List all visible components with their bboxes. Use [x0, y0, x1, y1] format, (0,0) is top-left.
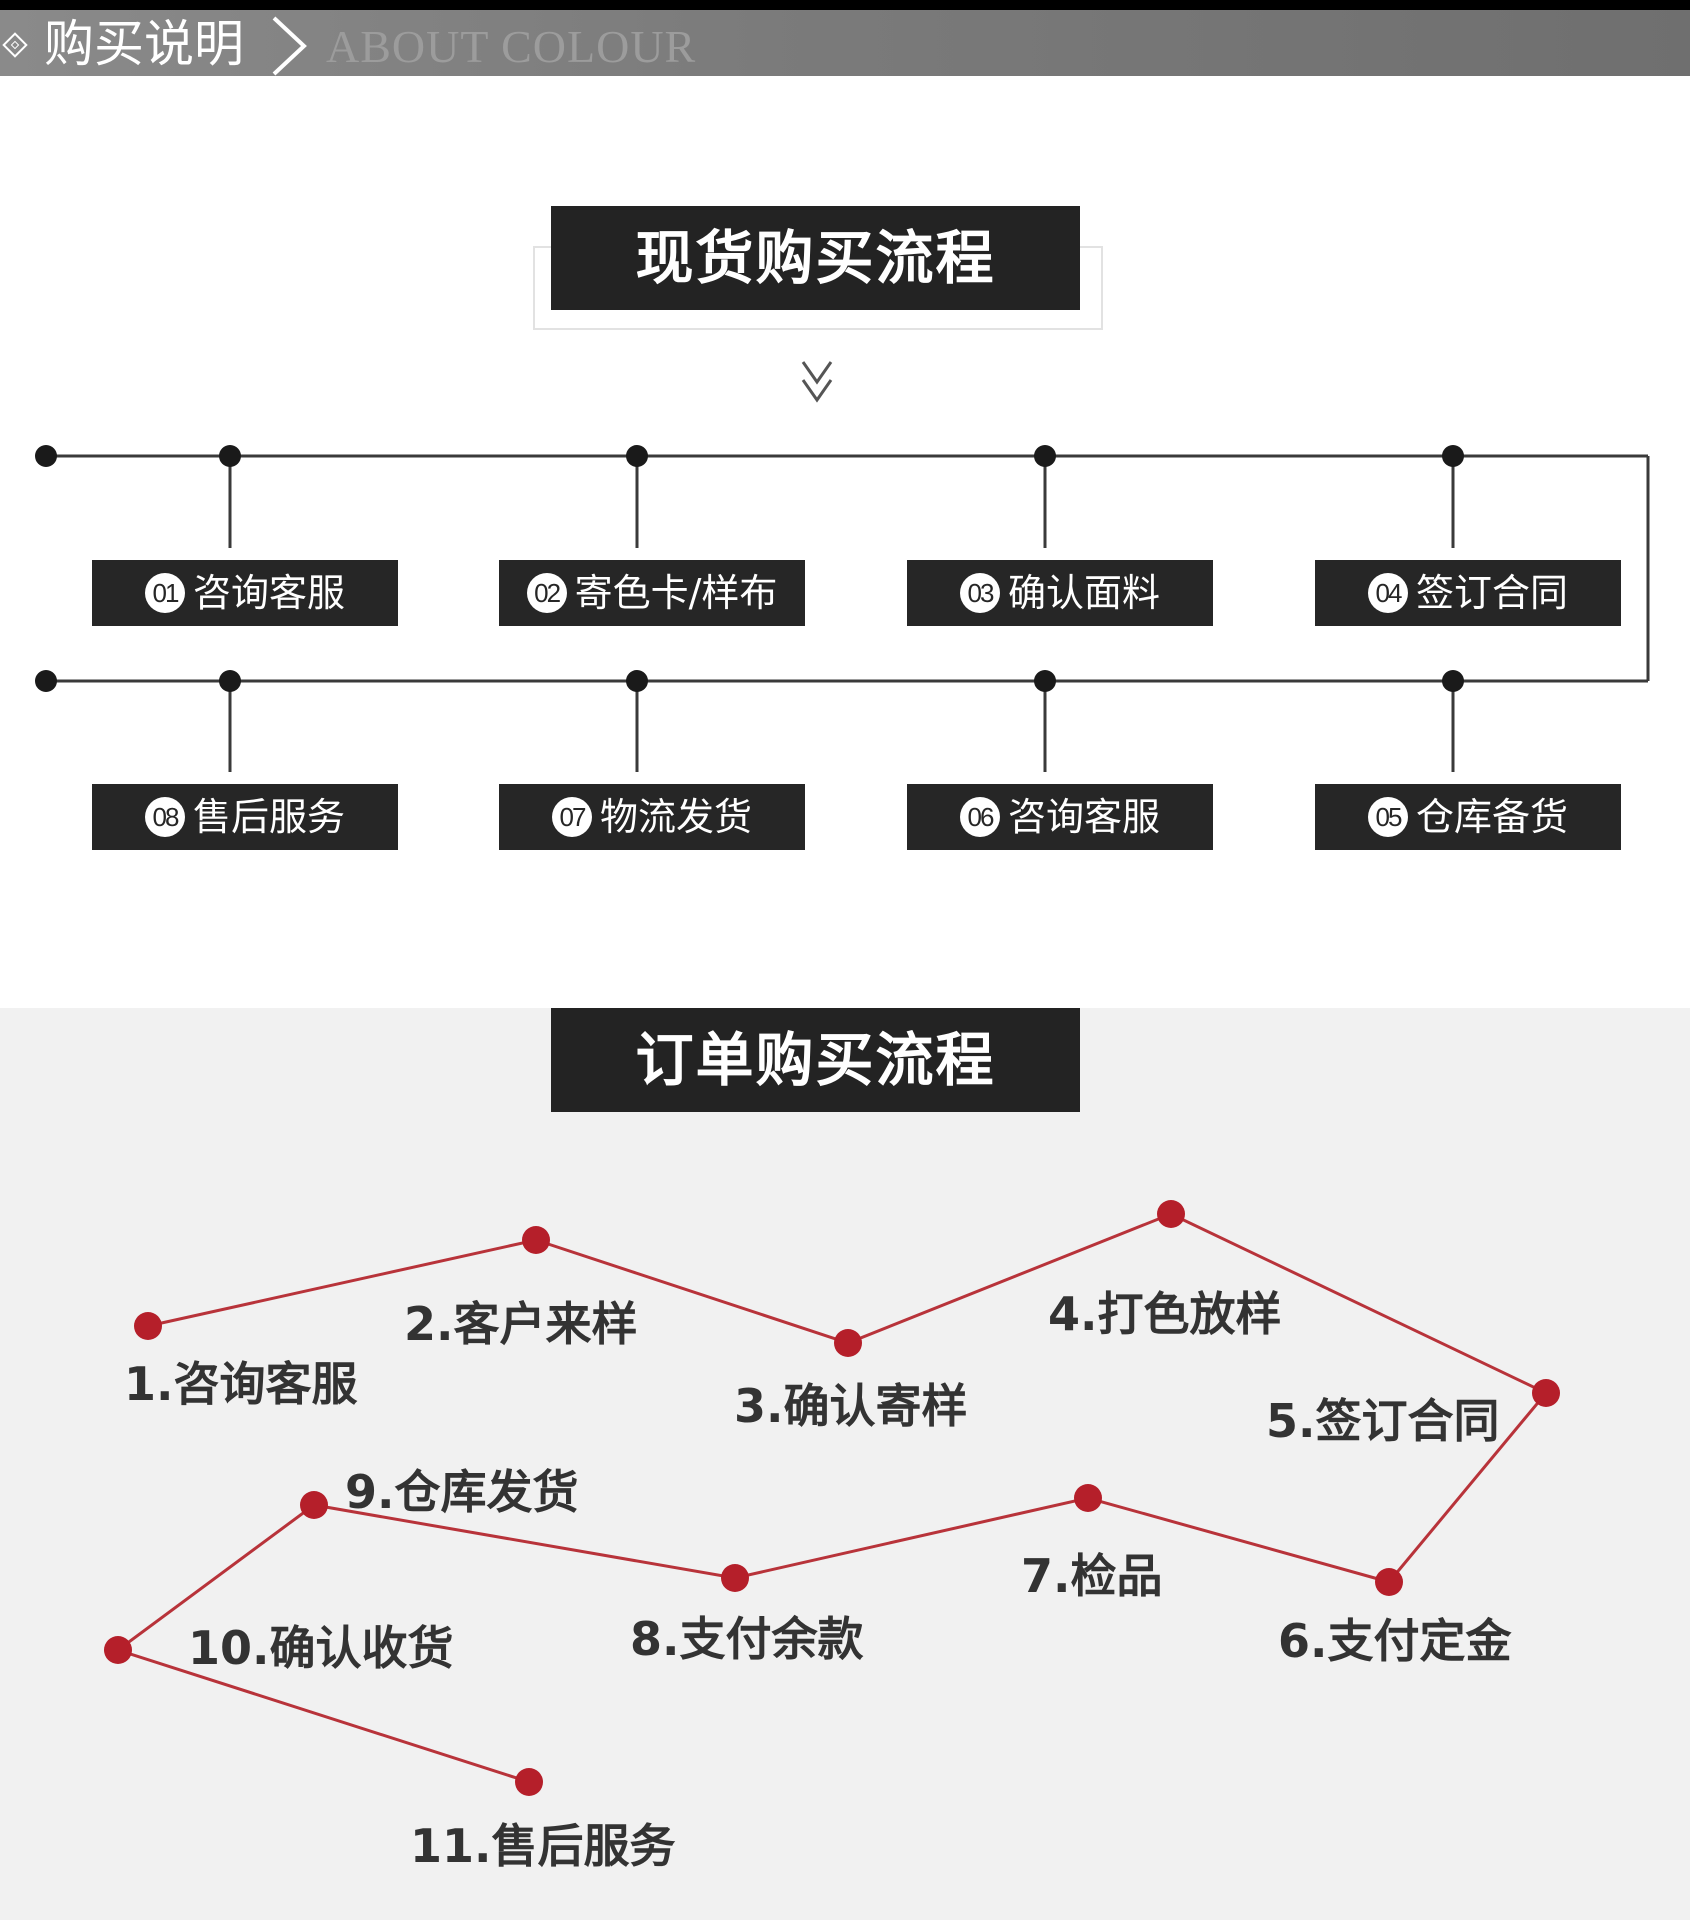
order-node-dot	[834, 1329, 862, 1357]
step-label: 物流发货	[599, 795, 752, 839]
order-step-label: 7.检品	[1021, 1549, 1163, 1603]
order-node-dot	[104, 1636, 132, 1664]
order-step-label: 9.仓库发货	[345, 1465, 579, 1519]
order-step-label: 1.咨询客服	[124, 1357, 358, 1411]
row-start-dot	[35, 670, 57, 692]
order-flow-path	[104, 1200, 1560, 1796]
order-node-dot	[300, 1491, 328, 1519]
double-chevron-down-icon	[801, 361, 833, 403]
section-header: 购买说明 ABOUT COLOUR	[0, 10, 1690, 76]
step-label: 确认面料	[1007, 571, 1160, 615]
node-dot	[219, 445, 241, 467]
order-step-label: 4.打色放样	[1048, 1287, 1282, 1341]
order-step-label: 3.确认寄样	[734, 1379, 968, 1433]
step-label: 签订合同	[1415, 571, 1568, 615]
order-node-dot	[721, 1564, 749, 1592]
step-number-badge: 02	[526, 572, 567, 613]
step-number-badge: 07	[551, 796, 592, 837]
row-start-dot	[35, 445, 57, 467]
order-step-label: 5.签订合同	[1266, 1394, 1500, 1448]
order-step-label: 11.售后服务	[410, 1819, 676, 1873]
node-dot	[1442, 445, 1464, 467]
node-dot	[1442, 670, 1464, 692]
order-node-dot	[134, 1312, 162, 1340]
order-node-dot	[522, 1226, 550, 1254]
stock-flow-connectors	[35, 445, 1650, 772]
stock-flow-title: 现货购买流程	[551, 206, 1080, 310]
step-number-badge: 04	[1367, 572, 1408, 613]
node-dot	[626, 670, 648, 692]
step-number-badge: 05	[1367, 796, 1408, 837]
order-node-dot	[515, 1768, 543, 1796]
order-node-dot	[1375, 1568, 1403, 1596]
step-number-badge: 08	[144, 796, 185, 837]
step-label: 寄色卡/样布	[574, 571, 778, 615]
order-step-label: 2.客户来样	[404, 1297, 638, 1351]
node-dot	[626, 445, 648, 467]
header-title-en: ABOUT COLOUR	[326, 21, 697, 72]
order-step-label: 10.确认收货	[188, 1621, 454, 1675]
node-dot	[1034, 445, 1056, 467]
order-node-dot	[1074, 1484, 1102, 1512]
step-label: 咨询客服	[192, 571, 345, 615]
chevron-right-icon	[272, 16, 307, 76]
order-step-label: 6.支付定金	[1278, 1614, 1512, 1668]
order-flow-title: 订单购买流程	[551, 1008, 1080, 1112]
node-dot	[219, 670, 241, 692]
order-node-dot	[1532, 1379, 1560, 1407]
step-label: 售后服务	[192, 795, 345, 839]
step-label: 咨询客服	[1007, 795, 1160, 839]
order-node-dot	[1157, 1200, 1185, 1228]
order-step-label: 8.支付余款	[630, 1612, 864, 1666]
order-flow-background	[0, 1008, 1690, 1920]
zigzag-line	[114, 1212, 1549, 1784]
step-number-badge: 06	[959, 796, 1000, 837]
top-border	[0, 0, 1690, 10]
header-title-cn: 购买说明	[44, 15, 244, 73]
step-number-badge: 03	[959, 572, 1000, 613]
step-label: 仓库备货	[1415, 795, 1568, 839]
node-dot	[1034, 670, 1056, 692]
step-number-badge: 01	[144, 572, 185, 613]
